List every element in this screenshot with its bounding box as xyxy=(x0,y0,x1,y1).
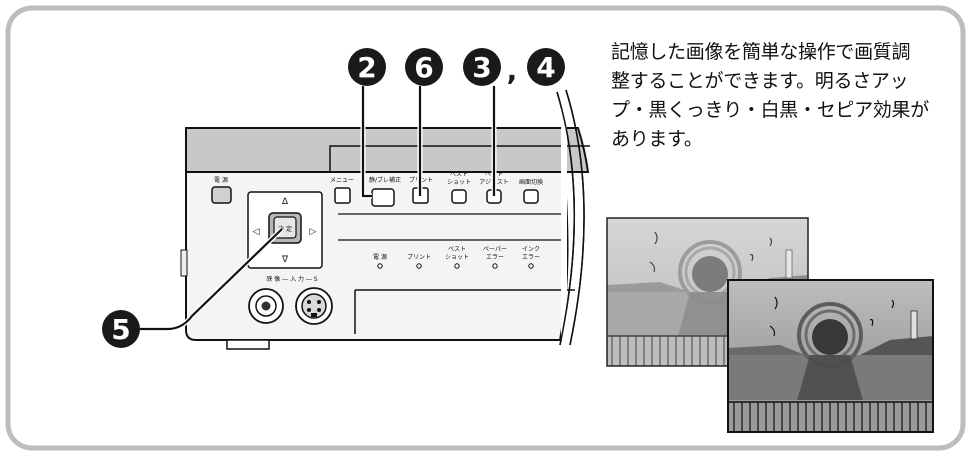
indicator-paper-error-label-2: エラー xyxy=(486,254,504,261)
callout-4: 4 xyxy=(527,48,565,86)
s-video-pin-3 xyxy=(307,308,311,312)
best-shot-button-label-1: ベスト xyxy=(450,171,468,178)
device-foot xyxy=(226,339,270,350)
s-video-jack-inner xyxy=(301,293,327,319)
indicator-ink-error-label-2: エラー xyxy=(522,254,540,261)
device-top-panel xyxy=(185,127,590,173)
s-video-pin-1 xyxy=(307,300,311,304)
indicator-ink-error-label-1: インク xyxy=(522,246,540,253)
callout-2-number: 2 xyxy=(357,51,376,84)
indicator-ink-error-led xyxy=(528,263,534,269)
indicator-power-led xyxy=(377,263,383,269)
indicator-power: 電 源 xyxy=(373,253,387,269)
description-line-2: 整することができます。明るさアッ xyxy=(611,70,909,92)
video-input-label: 映 像 ― 入 力 ― S xyxy=(266,275,317,283)
photo-before-birds xyxy=(649,231,773,273)
video-jack-pin xyxy=(261,301,271,311)
description-line-1: 記憶した画像を簡単な操作で画質調 xyxy=(611,41,911,63)
indicator-print-label: プリント xyxy=(407,254,431,261)
direction-right-icon[interactable]: ▷ xyxy=(310,227,317,237)
direction-up-icon[interactable]: Δ xyxy=(282,197,289,207)
callout-6-number: 6 xyxy=(414,51,433,84)
photo-after-fence xyxy=(733,402,927,432)
photo-before-land-left xyxy=(607,282,690,292)
indicator-best-shot-led xyxy=(454,263,460,269)
paper-slot xyxy=(354,289,575,334)
callout-6-circle xyxy=(405,48,443,86)
cut-line-1-redraw xyxy=(556,91,576,346)
callout-4-number: 4 xyxy=(536,51,555,84)
photo-before-lighthouse xyxy=(785,249,793,279)
s-video-key xyxy=(311,313,317,317)
cut-line-2-redraw xyxy=(565,89,585,346)
callout-3: 3 xyxy=(463,48,501,86)
callout-3-circle xyxy=(463,48,501,86)
s-video-pin-2 xyxy=(317,300,321,304)
indicator-best-shot-label-1: ベスト xyxy=(448,246,466,253)
device-side-notch xyxy=(180,249,188,277)
menu-button[interactable] xyxy=(334,187,351,204)
enter-button-label: 決 定 xyxy=(278,225,292,233)
description-line-4: あります。 xyxy=(611,128,703,150)
callout-6: 6 xyxy=(405,48,443,86)
screen-switch-button[interactable] xyxy=(523,189,539,204)
callout-4-circle xyxy=(527,48,565,86)
indicator-best-shot: ベスト ショット xyxy=(445,246,469,269)
photo-after-birds xyxy=(769,296,895,337)
indicator-paper-error-led xyxy=(492,263,498,269)
photo-after-frame xyxy=(727,279,934,433)
device-top-recess xyxy=(329,145,590,172)
indicator-print: プリント xyxy=(407,254,431,269)
photo-after-land-left xyxy=(728,345,805,355)
best-shot-button[interactable] xyxy=(451,189,467,204)
indicator-best-shot-label-2: ショット xyxy=(445,254,469,261)
indicator-paper-error: ペーパー エラー xyxy=(483,246,507,269)
leader-2 xyxy=(361,86,372,198)
best-shot-button-label-2: ショット xyxy=(447,179,471,186)
power-button-label: 電 源 xyxy=(214,176,228,184)
power-button[interactable] xyxy=(211,186,232,204)
callout-separator: , xyxy=(507,54,518,87)
photo-after-cliff xyxy=(860,336,933,355)
leader-5 xyxy=(140,228,283,331)
printer-device: 電 源 Δ ∇ ◁ ▷ 決 定 メニュー 静/ブレ補正 プリント ベスト ショッ… xyxy=(180,89,590,350)
direction-left-icon[interactable]: ◁ xyxy=(253,227,260,237)
indicator-print-led xyxy=(416,263,422,269)
indicator-power-label: 電 源 xyxy=(373,253,387,261)
s-video-pin-4 xyxy=(317,308,321,312)
photo-before-sun xyxy=(692,256,728,292)
indicator-paper-error-label-1: ペーパー xyxy=(483,246,507,253)
callout-2-circle xyxy=(348,48,386,86)
callout-5-circle xyxy=(102,310,140,348)
indicator-ink-error: インク エラー xyxy=(522,246,540,269)
photo-after-sun xyxy=(812,319,848,355)
photo-before-fence xyxy=(611,336,725,366)
photo-after xyxy=(728,280,933,432)
direction-down-icon[interactable]: ∇ xyxy=(281,255,289,265)
screen-switch-button-label: 画面切換 xyxy=(519,178,543,186)
blur-correction-button-label: 静/ブレ補正 xyxy=(369,176,401,184)
callout-3-number: 3 xyxy=(472,51,491,84)
callout-5-number: 5 xyxy=(111,313,130,346)
photo-after-lighthouse xyxy=(910,310,918,340)
description-line-3: プ・黒くっきり・白黒・セピア効果が xyxy=(611,99,929,121)
blur-correction-button[interactable] xyxy=(371,188,395,207)
description-text: 記憶した画像を簡単な操作で画質調 整することができます。明るさアッ プ・黒くっき… xyxy=(611,38,961,154)
callout-2: 2 xyxy=(348,48,386,86)
menu-button-label: メニュー xyxy=(330,177,354,184)
callout-5: 5 xyxy=(102,310,140,348)
cut-gap xyxy=(561,100,567,340)
